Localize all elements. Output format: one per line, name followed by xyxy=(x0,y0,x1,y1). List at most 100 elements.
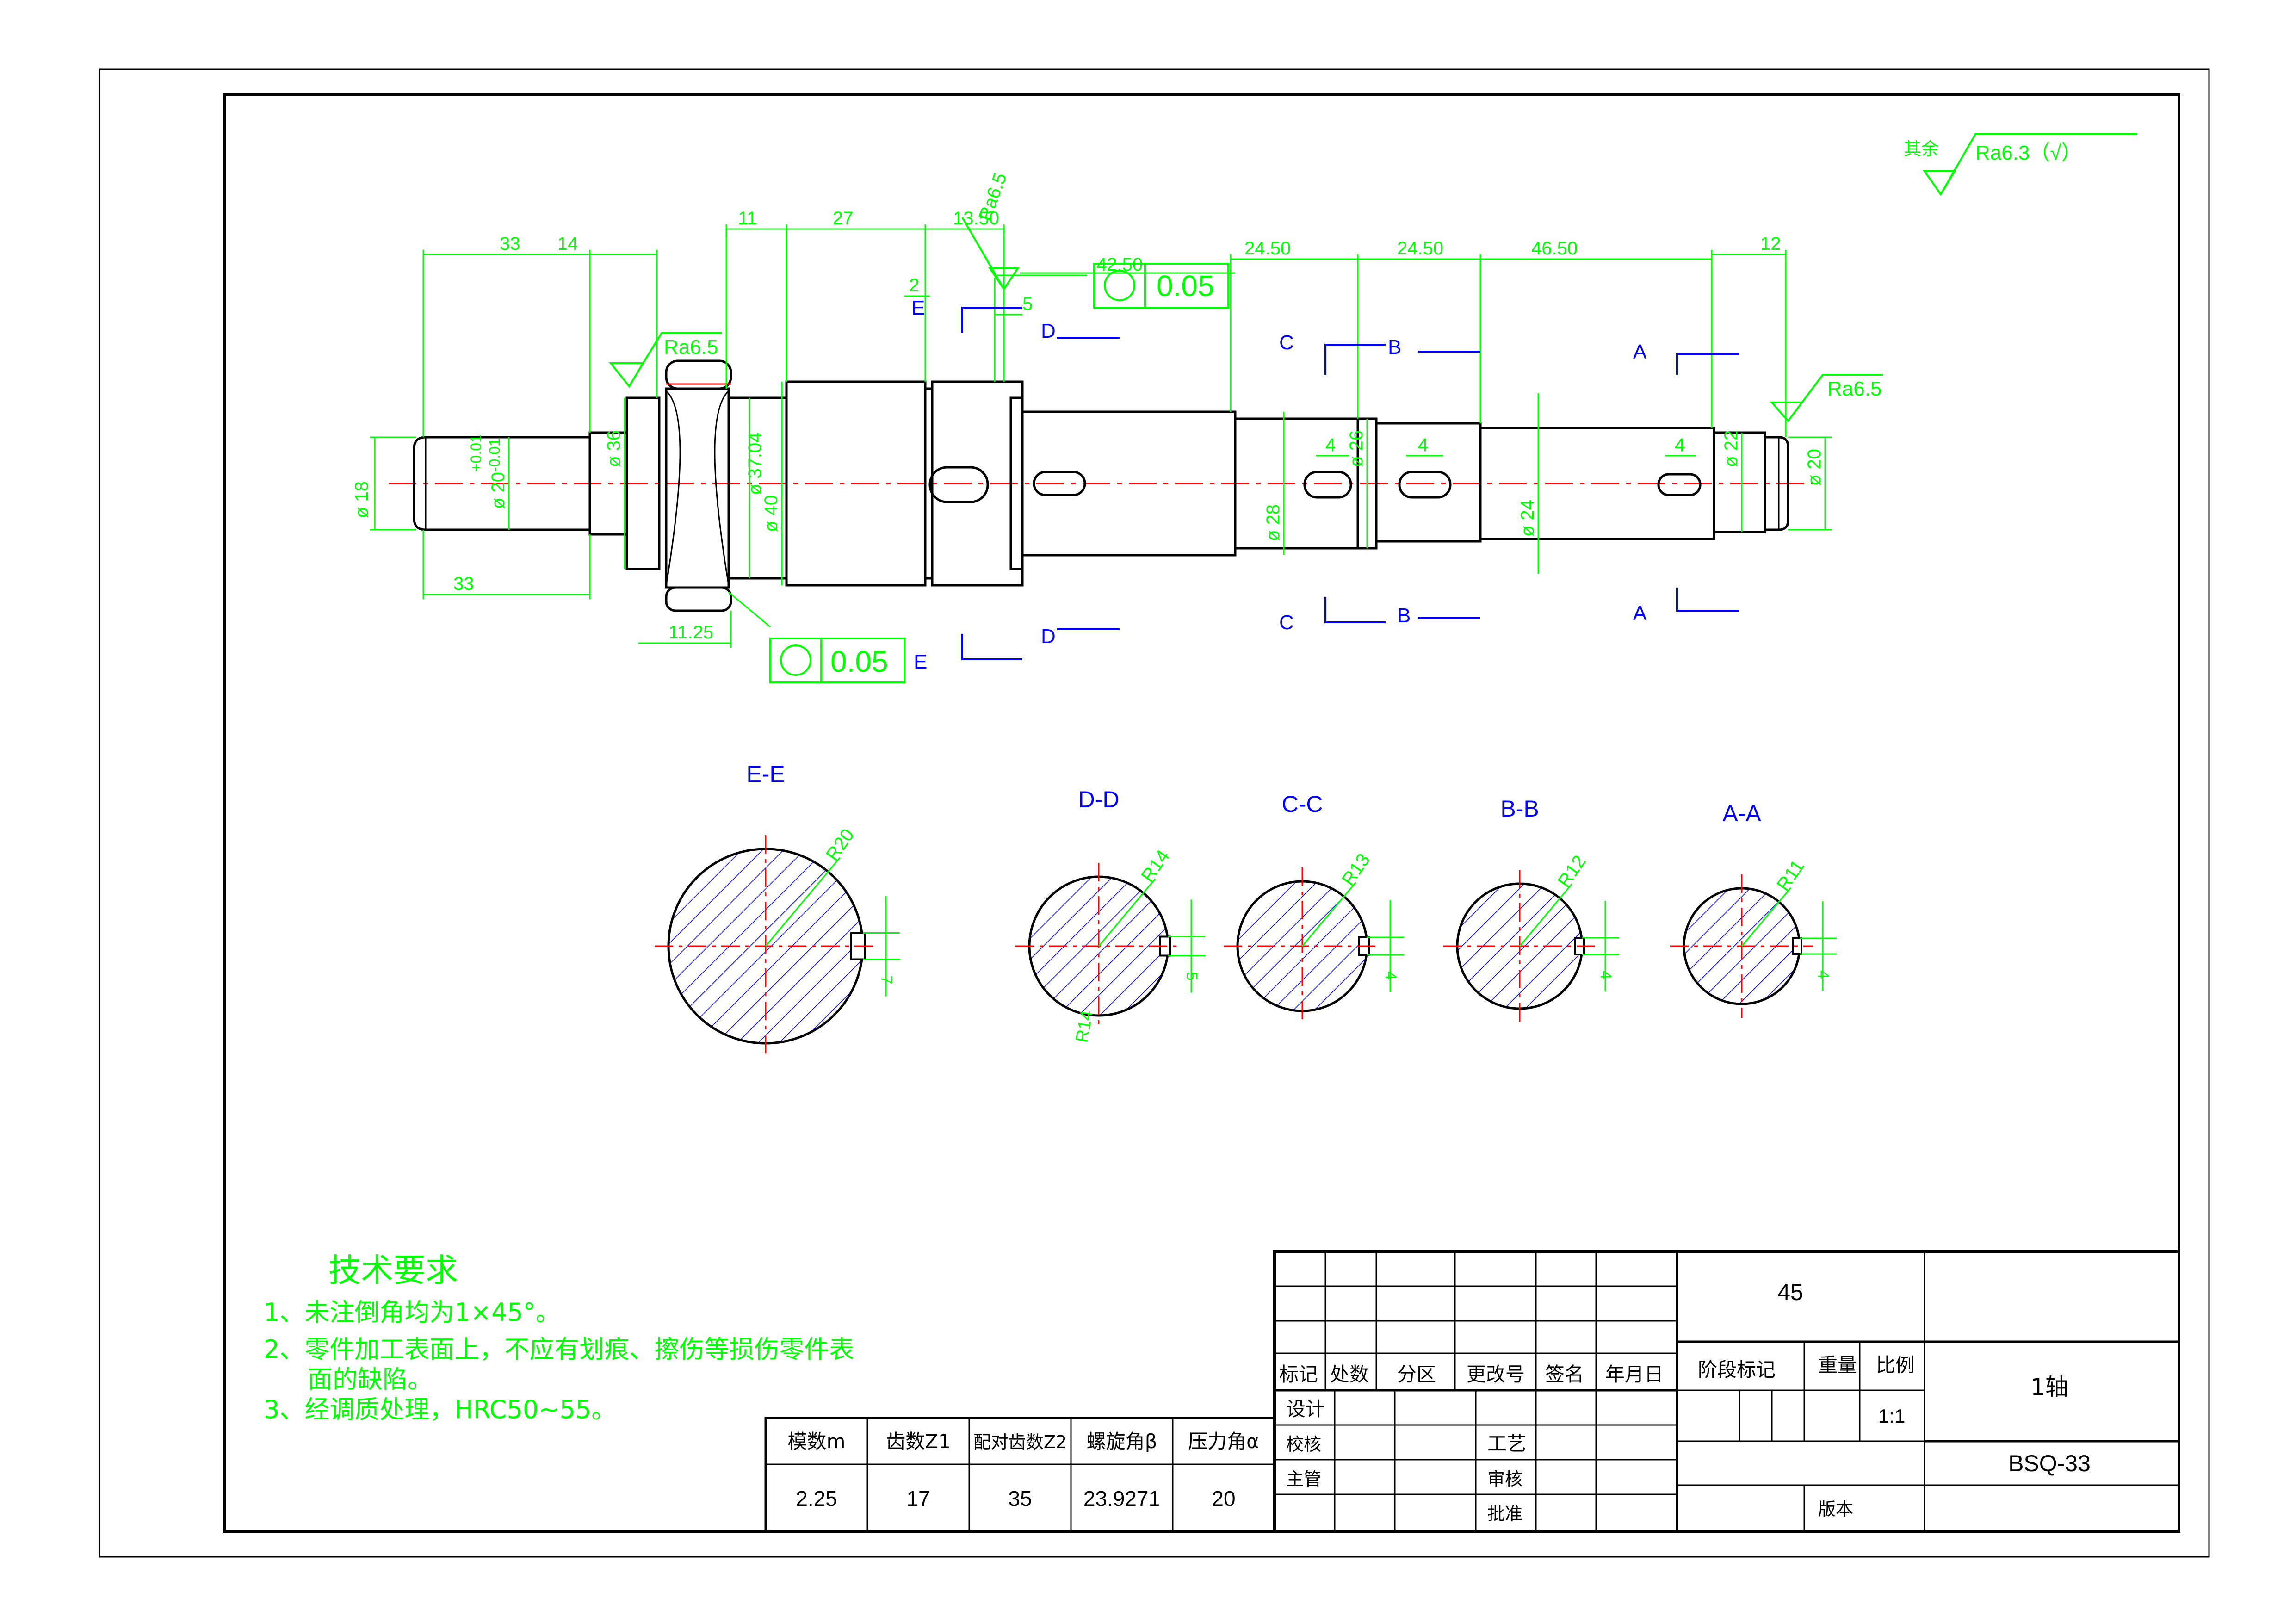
shaft-segment-d36 xyxy=(625,396,661,570)
tb-scale: 比例 xyxy=(1876,1354,1915,1376)
section-letters: E D D C C B B A A xyxy=(911,297,1647,648)
dia-8: ø 26 xyxy=(1346,430,1367,467)
tech-req-item-1: 1、未注倒角均为1×45°。 xyxy=(264,1298,561,1327)
tolerance-frame-top: 0.05 xyxy=(1093,263,1229,309)
tb-stage: 阶段标记 xyxy=(1698,1358,1776,1381)
tech-req-heading: 技术要求 xyxy=(328,1251,458,1289)
surface-finish-center-icon xyxy=(961,217,1020,291)
gear-section xyxy=(665,387,730,589)
tolerance-datum-bottom: E xyxy=(914,650,927,673)
keyway-d xyxy=(1033,471,1086,496)
dim-top-6: 24.50 xyxy=(1244,238,1291,259)
tb-design: 设计 xyxy=(1286,1398,1325,1420)
circularity-icon xyxy=(1104,270,1135,301)
gear-header-1: 齿数Z1 xyxy=(886,1430,951,1453)
dim-top-2: 11 xyxy=(738,208,757,229)
key-dim-label: 4 xyxy=(1814,970,1832,979)
surface-finish-left-icon xyxy=(608,332,722,388)
section-mark-a-top: A xyxy=(1633,341,1647,363)
surface-finish-general-label: Ra6.3（√） xyxy=(1975,142,2082,164)
tb-label-count: 处数 xyxy=(1330,1363,1369,1386)
tb-label-zone: 分区 xyxy=(1397,1363,1436,1386)
dia-7: ø 28 xyxy=(1263,504,1283,541)
dia-tol-plus: +0.01 xyxy=(468,434,484,472)
dim-key-2: 4 xyxy=(1675,435,1685,455)
section-mark-d-bottom: D xyxy=(1041,625,1056,648)
dim-small-0: 2 xyxy=(909,275,919,296)
drawing-number: BSQ-33 xyxy=(2008,1450,2091,1476)
surface-finish-right-icon xyxy=(1770,374,1883,423)
dim-bottom-left: 33 xyxy=(453,574,474,594)
dia-1: ø 20 xyxy=(488,472,508,509)
outer-border xyxy=(99,68,2210,1558)
dia-4: ø 36 xyxy=(604,430,624,467)
title-block-texts: 45 1轴 BSQ-33 标记 处数 分区 更改号 签名 年月日 阶段标记 重量… xyxy=(1279,1279,2091,1524)
gear-value-3: 23.9271 xyxy=(1083,1487,1160,1511)
shaft-segment-d26b xyxy=(1375,422,1482,543)
tolerance-value-top: 0.05 xyxy=(1157,269,1214,303)
dim-top-1: 14 xyxy=(557,234,578,254)
dim-key-0: 4 xyxy=(1325,435,1336,455)
radius-leader xyxy=(1519,883,1572,947)
dim-gear-offset: 11.25 xyxy=(668,622,713,643)
keyway-e xyxy=(928,466,989,503)
gear-param-texts: 模数m 齿数Z1 配对齿数Z2 螺旋角β 压力角α 2.25 17 35 23.… xyxy=(788,1430,1259,1511)
gear-header-4: 压力角α xyxy=(1188,1430,1259,1453)
surface-finish-left-label: Ra6.5 xyxy=(664,336,718,359)
part-name: 1轴 xyxy=(2030,1374,2068,1400)
radius-leader xyxy=(1301,882,1356,947)
material: 45 xyxy=(1777,1279,1803,1305)
tb-label-mark: 标记 xyxy=(1279,1363,1318,1386)
tb-label-change: 更改号 xyxy=(1467,1363,1525,1386)
shaft-segment-right-end xyxy=(1764,436,1789,531)
surface-finish-general-icon xyxy=(1923,133,2137,196)
gear-value-1: 17 xyxy=(906,1487,930,1511)
dim-top-0: 33 xyxy=(500,234,520,254)
dimension-texts: 33 14 11 27 13.50 42.50 24.50 24.50 46.5… xyxy=(453,208,1781,643)
section-a-a: R11 4 A-A xyxy=(1670,800,1837,1018)
tb-label-date: 年月日 xyxy=(1605,1363,1664,1386)
section-title: B-B xyxy=(1500,796,1539,822)
dia-tol-minus: -0.01 xyxy=(486,438,503,472)
tech-requirements: 技术要求 1、未注倒角均为1×45°。 2、零件加工表面上，不应有划痕、擦伤等损… xyxy=(264,1251,854,1424)
keyway-c xyxy=(1303,471,1352,499)
tb-check: 校核 xyxy=(1286,1434,1321,1455)
radius-label: R20 xyxy=(822,825,858,864)
tech-req-item-3: 面的缺陷。 xyxy=(308,1365,433,1394)
tolerance-frame-bottom: 0.05 E xyxy=(769,638,927,683)
section-title: E-E xyxy=(746,761,785,787)
dim-top-9: 12 xyxy=(1760,234,1781,254)
radius-leader xyxy=(1098,878,1156,947)
gear-value-4: 20 xyxy=(1212,1487,1235,1511)
section-title: A-A xyxy=(1722,800,1761,826)
tb-process: 工艺 xyxy=(1487,1432,1526,1455)
dim-top-4: 13.50 xyxy=(953,208,999,229)
tech-req-item-4: 3、经调质处理，HRC50~55。 xyxy=(264,1395,616,1424)
section-mark-c-top: C xyxy=(1279,331,1294,354)
section-mark-e-top: E xyxy=(911,297,925,319)
dia-10: ø 22 xyxy=(1721,430,1741,467)
section-title: D-D xyxy=(1078,787,1120,812)
dim-top-8: 46.50 xyxy=(1531,238,1578,259)
dim-top-3: 27 xyxy=(833,208,854,229)
radius-label: R12 xyxy=(1554,852,1590,891)
gear-value-0: 2.25 xyxy=(796,1487,837,1511)
tb-scale-value: 1:1 xyxy=(1878,1405,1905,1427)
tb-approve: 批准 xyxy=(1487,1504,1522,1524)
keyway-a xyxy=(1657,473,1702,496)
dia-9: ø 24 xyxy=(1517,500,1538,537)
surface-finish-general-prefix: 其余 xyxy=(1904,139,1939,159)
radius-leader xyxy=(765,857,841,947)
key-dim-label: 4 xyxy=(1597,971,1615,979)
key-dim-label: 4 xyxy=(1382,971,1399,980)
section-mark-d-top: D xyxy=(1041,320,1056,342)
shaft-main-view xyxy=(389,359,1818,612)
tech-req-item-2: 2、零件加工表面上，不应有划痕、擦伤等损伤零件表 xyxy=(264,1335,854,1364)
radius-label: R11 xyxy=(1773,856,1808,895)
dia-5: ø 37.04 xyxy=(745,432,765,495)
gear-value-2: 35 xyxy=(1008,1487,1032,1511)
tb-label-sign: 签名 xyxy=(1545,1363,1584,1386)
